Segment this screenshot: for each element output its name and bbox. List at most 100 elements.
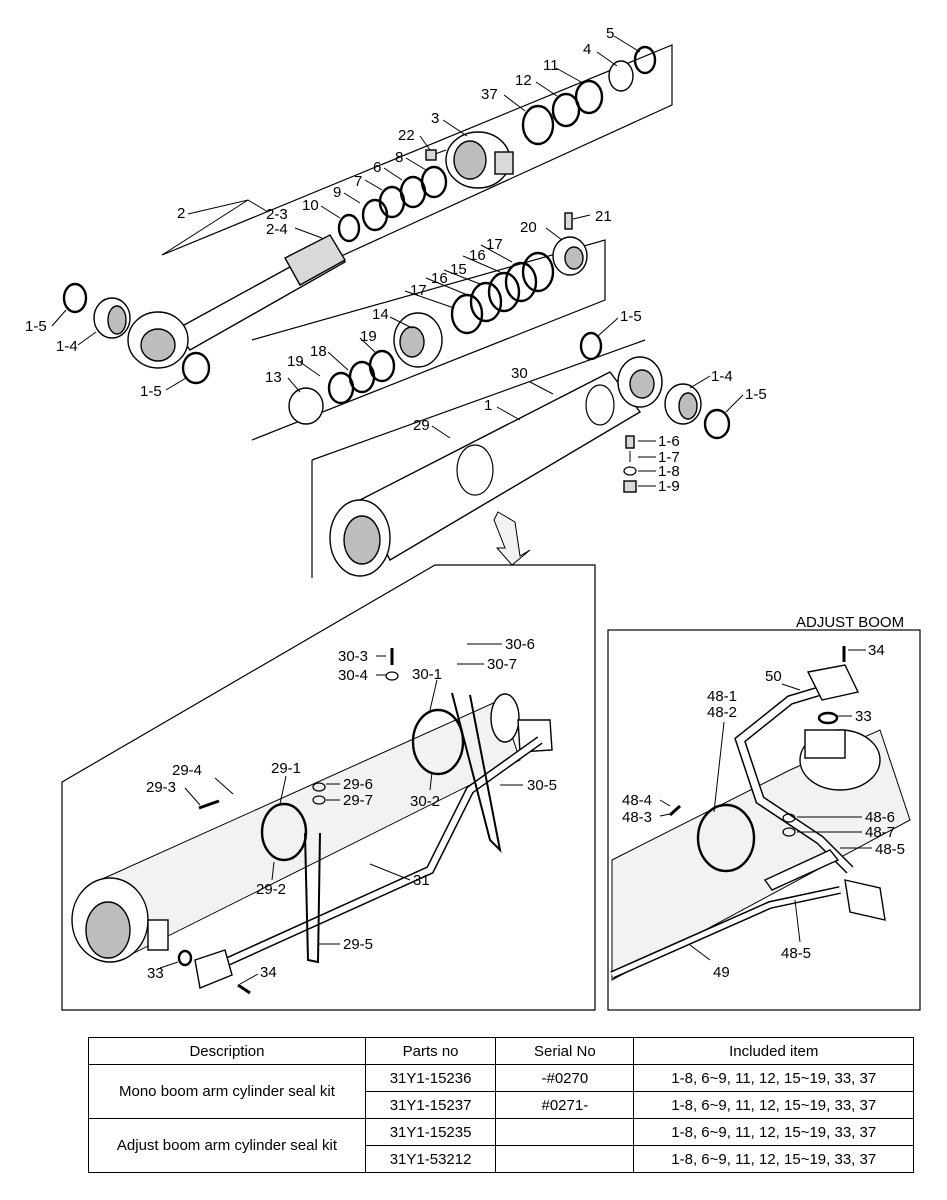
callout-label: 12 bbox=[515, 72, 532, 89]
callout-label: 1-5 bbox=[25, 318, 47, 335]
callout-label: 16 bbox=[431, 270, 448, 287]
callout-label: 1-6 bbox=[658, 433, 680, 450]
callout-label: 29-7 bbox=[343, 792, 373, 809]
column-header: Serial No bbox=[495, 1037, 635, 1065]
callout-label: 48-2 bbox=[707, 704, 737, 721]
serial-no-cell bbox=[495, 1118, 635, 1146]
clamp-29-1 bbox=[260, 802, 308, 862]
ring-17-b bbox=[521, 251, 555, 293]
callouts-detail-left: 30-6 30-3 30-7 30-4 30-1 29-4 29-1 29-6 … bbox=[146, 636, 557, 982]
callout-label: 29 bbox=[413, 417, 430, 434]
ring-15 bbox=[487, 271, 521, 313]
callout-label: 7 bbox=[354, 173, 362, 190]
callout-label: 15 bbox=[450, 261, 467, 278]
ring-11 bbox=[574, 79, 604, 115]
clamp-30-2 bbox=[411, 708, 465, 776]
ring-16-a bbox=[469, 281, 503, 323]
ring-9 bbox=[361, 198, 389, 232]
table-header-row: Description Parts no Serial No Included … bbox=[88, 1037, 914, 1065]
callout-label: 33 bbox=[147, 965, 164, 982]
callout-label: 30-6 bbox=[505, 636, 535, 653]
callout-label: 5 bbox=[606, 25, 614, 42]
callout-label: 29-3 bbox=[146, 779, 176, 796]
callout-label: 48-5 bbox=[875, 841, 905, 858]
callout-label: 48-5 bbox=[781, 945, 811, 962]
ring-12 bbox=[551, 92, 581, 128]
callouts-detail-right: ADJUST BOOM 34 50 48-1 48-2 33 48-4 48-6… bbox=[622, 614, 905, 981]
callout-label: 29-5 bbox=[343, 936, 373, 953]
callout-label: 13 bbox=[265, 369, 282, 386]
callout-label: 9 bbox=[333, 184, 341, 201]
callout-label: 50 bbox=[765, 668, 782, 685]
callout-label: 19 bbox=[360, 328, 377, 345]
ring-37 bbox=[521, 104, 555, 146]
callout-label: 37 bbox=[481, 86, 498, 103]
callout-label: 16 bbox=[469, 247, 486, 264]
callout-label: 22 bbox=[398, 127, 415, 144]
column-header: Description bbox=[88, 1037, 366, 1065]
pipe-detail-right bbox=[610, 646, 911, 981]
callout-label: 1-4 bbox=[711, 368, 733, 385]
rod-assembly bbox=[62, 45, 657, 385]
callout-label: 33 bbox=[855, 708, 872, 725]
callout-label: 1-5 bbox=[745, 386, 767, 403]
callout-label: 1 bbox=[484, 397, 492, 414]
callout-label: 49 bbox=[713, 964, 730, 981]
table-row: 31Y1-53212 1-8, 6~9, 11, 12, 15~19, 33, … bbox=[89, 1145, 914, 1173]
inset-title: ADJUST BOOM bbox=[796, 614, 904, 631]
callout-label: 14 bbox=[372, 306, 389, 323]
callout-label: 17 bbox=[486, 236, 503, 253]
parts-no-cell: 31Y1-15237 bbox=[364, 1091, 497, 1119]
seal-kit-table: Description Parts no Serial No Included … bbox=[88, 1037, 914, 1173]
table-row: Mono boom arm cylinder seal kit 31Y1-152… bbox=[88, 1064, 914, 1119]
o-ring-1-5-d bbox=[703, 408, 731, 440]
included-cell: 1-8, 6~9, 11, 12, 15~19, 33, 37 bbox=[633, 1118, 914, 1146]
included-cell: 1-8, 6~9, 11, 12, 15~19, 33, 37 bbox=[633, 1145, 914, 1173]
callout-label: 48-7 bbox=[865, 824, 895, 841]
ring-17-a bbox=[450, 293, 484, 335]
serial-no-cell bbox=[495, 1145, 635, 1173]
clamp-48-1 bbox=[696, 803, 756, 873]
callout-label: 18 bbox=[310, 343, 327, 360]
callout-label: 1-8 bbox=[658, 463, 680, 480]
callout-label: 17 bbox=[410, 282, 427, 299]
callout-label: 3 bbox=[431, 110, 439, 127]
ring-10 bbox=[337, 213, 361, 243]
callout-label: 1-5 bbox=[140, 383, 162, 400]
callout-label: 29-1 bbox=[271, 760, 301, 777]
panel-piston-frame bbox=[251, 239, 606, 441]
o-ring-1-5-b bbox=[181, 351, 211, 385]
callout-label: 29-2 bbox=[256, 881, 286, 898]
o-ring-1-5-c bbox=[579, 331, 603, 361]
callout-label: 2 bbox=[177, 205, 185, 222]
tube-assembly bbox=[329, 331, 731, 577]
description-cell: Adjust boom arm cylinder seal kit bbox=[88, 1118, 366, 1173]
callout-label: 29-4 bbox=[172, 762, 202, 779]
table-row: Adjust boom arm cylinder seal kit 31Y1-1… bbox=[88, 1118, 914, 1173]
callout-label: 48-1 bbox=[707, 688, 737, 705]
serial-no-cell: #0271- bbox=[495, 1091, 635, 1119]
callout-label: 30 bbox=[511, 365, 528, 382]
o-ring-1-5-a bbox=[62, 282, 88, 314]
ring-19-b bbox=[368, 349, 396, 383]
callout-label: 8 bbox=[395, 149, 403, 166]
callout-label: 48-3 bbox=[622, 809, 652, 826]
callout-label: 2-4 bbox=[266, 221, 288, 238]
callout-label: 19 bbox=[287, 353, 304, 370]
callout-label: 6 bbox=[373, 159, 381, 176]
callouts-main: 5 4 11 12 37 3 22 8 6 7 9 10 2 2-3 2-4 2… bbox=[25, 25, 767, 495]
callout-label: 48-4 bbox=[622, 792, 652, 809]
callout-label: 4 bbox=[583, 41, 591, 58]
panel-rod-frame bbox=[161, 44, 673, 301]
bushing-4 bbox=[608, 60, 634, 92]
callout-label: 1-5 bbox=[620, 308, 642, 325]
description-cell: Mono boom arm cylinder seal kit bbox=[88, 1064, 366, 1119]
cushion-13 bbox=[288, 387, 324, 425]
included-cell: 1-8, 6~9, 11, 12, 15~19, 33, 37 bbox=[633, 1064, 914, 1092]
callout-label: 34 bbox=[260, 964, 277, 981]
ring-5 bbox=[633, 45, 657, 75]
column-header: Included item bbox=[633, 1037, 914, 1065]
callout-label: 1-7 bbox=[658, 449, 680, 466]
panel-detail-right-frame bbox=[607, 629, 921, 1011]
o-ring-33-right bbox=[817, 711, 839, 725]
